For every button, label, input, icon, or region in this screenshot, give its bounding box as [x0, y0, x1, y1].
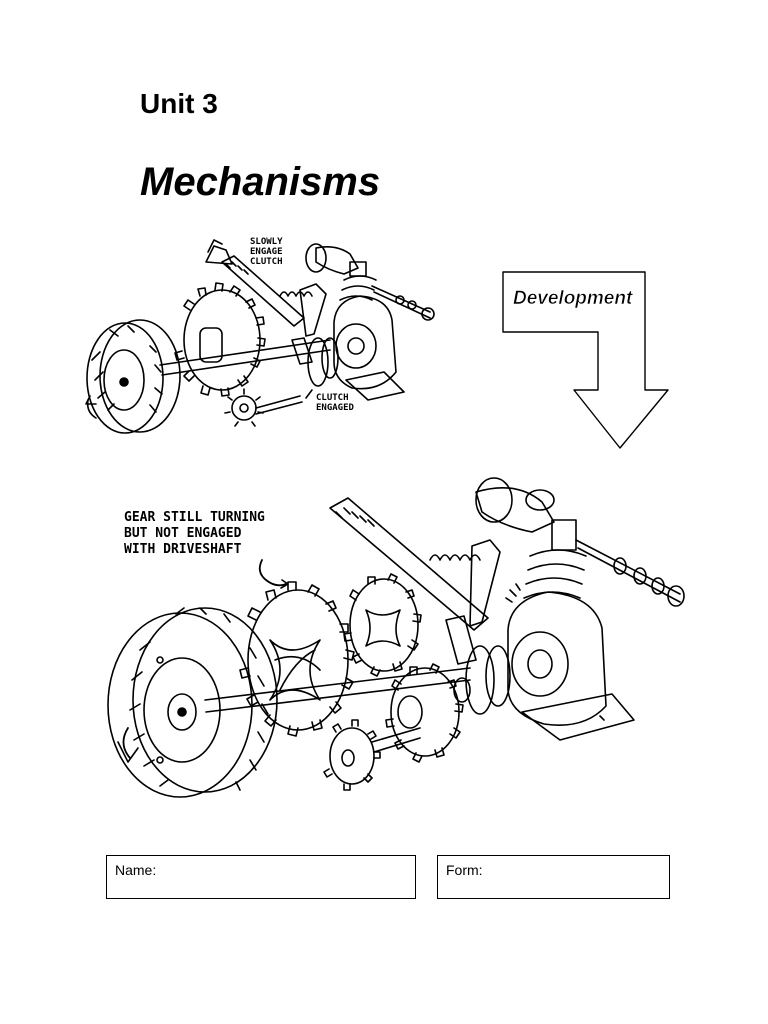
bottom-mechanism-drawing: GEAR STILL TURNING BUT NOT ENGAGED WITH … [107, 477, 685, 798]
top-label-clutch-action-line-1: SLOWLY [250, 237, 283, 247]
bottom-label-gear-line-3: WITH DRIVESHAFT [124, 542, 242, 557]
top-label-clutch-action-line-2: ENGAGE [250, 247, 283, 257]
name-label: Name: [115, 862, 157, 878]
unit-heading: Unit 3 [140, 88, 218, 119]
name-field[interactable]: Name: [106, 855, 416, 899]
top-label-clutch-action-line-3: CLUTCH [250, 257, 283, 267]
bottom-label-gear-line-2: BUT NOT ENGAGED [124, 526, 242, 541]
top-mechanism-drawing: SLOWLY ENGAGE CLUTCH CLUTCH ENGAGED [85, 237, 435, 434]
form-field[interactable]: Form: [437, 855, 670, 899]
bottom-label-gear-line-1: GEAR STILL TURNING [124, 510, 265, 525]
top-label-clutch-state-line-2: ENGAGED [316, 403, 355, 413]
form-label: Form: [446, 862, 483, 878]
development-arrow: Development [502, 271, 669, 449]
page-title: Mechanisms [140, 160, 381, 204]
development-banner-text: Development [513, 288, 633, 309]
top-label-clutch-state-line-1: CLUTCH [316, 393, 349, 403]
